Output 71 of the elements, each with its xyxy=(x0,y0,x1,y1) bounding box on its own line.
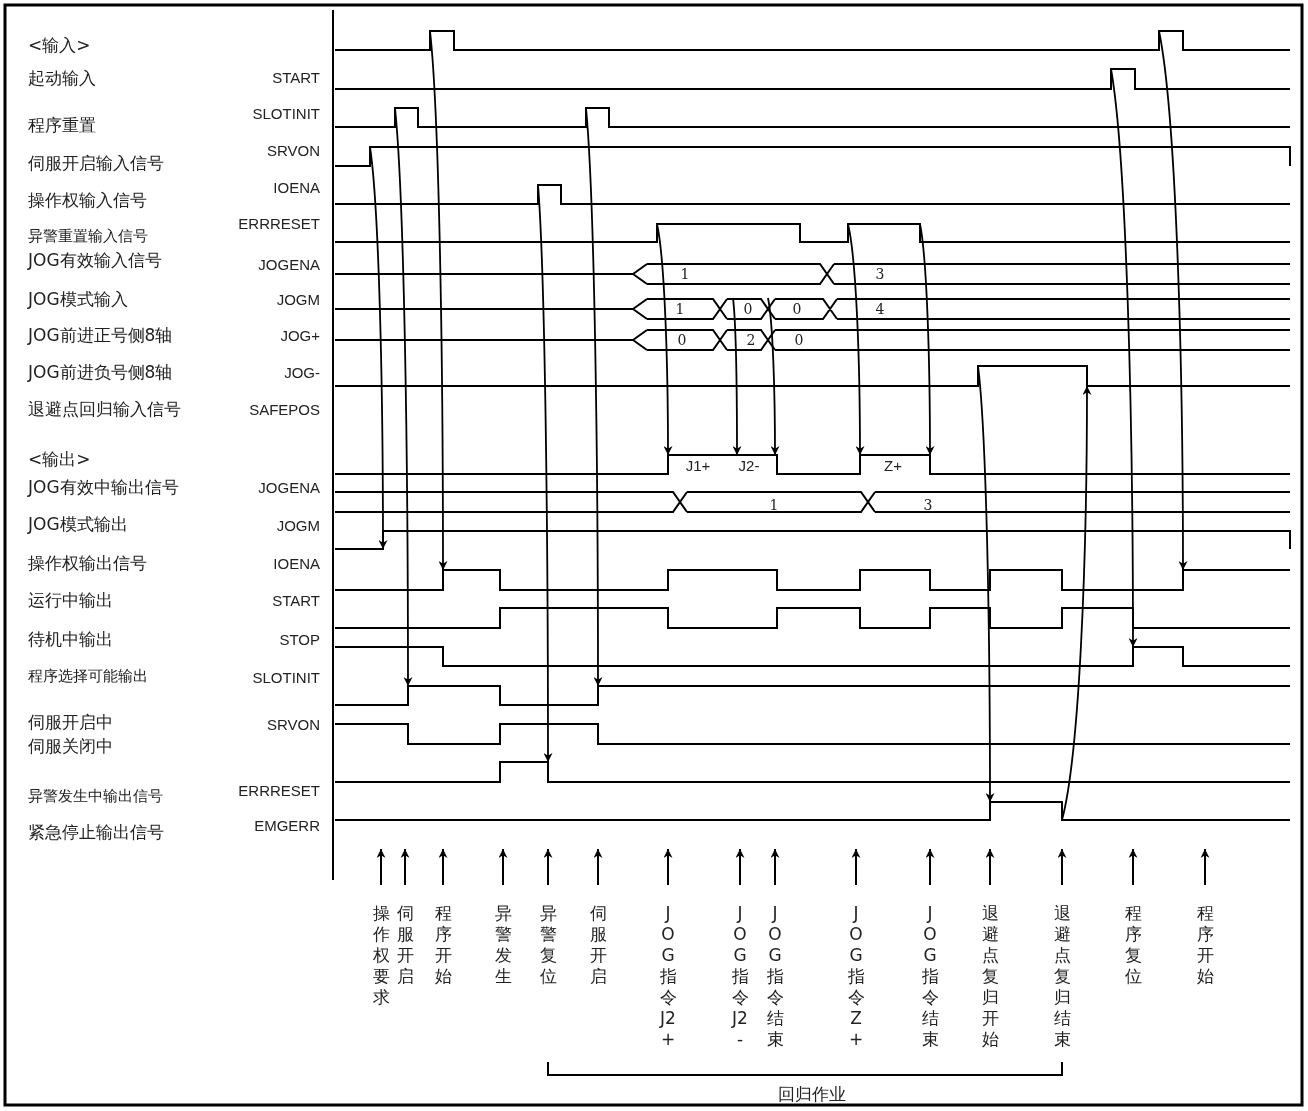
event-label: 异警复位 xyxy=(539,903,557,987)
signal-label: 操作权输出信号 xyxy=(28,554,147,572)
signal-label: 操作权输入信号 xyxy=(28,191,147,209)
signal-label: 待机中输出 xyxy=(28,630,113,648)
signal-label: JOG模式输出 xyxy=(28,515,128,533)
signal-label: 异警发生中输出信号 xyxy=(28,788,163,804)
signal-label: IOENA xyxy=(273,179,320,195)
state-label: Z+ xyxy=(884,457,902,473)
event-label: JOG指令结束 xyxy=(766,903,784,1050)
signal-label: JOG模式输入 xyxy=(28,290,128,308)
bus-value: 1 xyxy=(680,267,690,281)
bus-value: 0 xyxy=(743,302,753,316)
state-label: J1+ xyxy=(685,457,711,473)
state-label: J2- xyxy=(738,457,760,473)
signal-label: 运行中输出 xyxy=(28,591,113,609)
signal-label: ERRRESET xyxy=(238,215,320,231)
section-heading: <输入> xyxy=(28,36,91,54)
signal-label: 程序选择可能输出 xyxy=(28,668,148,684)
signal-label: SAFEPOS xyxy=(249,401,320,417)
signal-label: 起动输入 xyxy=(28,69,96,87)
event-label: 操作权要求 xyxy=(372,903,390,1008)
bus-value: 2 xyxy=(746,333,756,347)
signal-label: 伺服关闭中 xyxy=(28,737,113,755)
event-label: 程序开始 xyxy=(1196,903,1214,987)
signal-label: JOG有效中输出信号 xyxy=(28,478,179,496)
bracket-label: 回归作业 xyxy=(778,1085,846,1103)
bus-value: 1 xyxy=(769,498,779,512)
signal-label: SRVON xyxy=(266,716,320,732)
event-label: JOG指令J2+ xyxy=(659,903,677,1050)
signal-label: JOGENA xyxy=(258,479,320,495)
signal-label: JOGM xyxy=(276,291,320,307)
signal-label: SRVON xyxy=(266,142,320,158)
signal-label: IOENA xyxy=(273,555,320,571)
signal-label: JOG前进负号侧8轴 xyxy=(28,363,173,381)
signal-label: JOG- xyxy=(284,364,320,380)
event-label: 退避点复归结束 xyxy=(1053,903,1071,1050)
signal-label: 异警重置输入信号 xyxy=(28,228,148,244)
signal-label: JOGM xyxy=(276,517,320,533)
signal-label: JOG前进正号侧8轴 xyxy=(28,326,173,344)
signal-label: 退避点回归输入信号 xyxy=(28,400,181,418)
event-label: JOG指令J2- xyxy=(731,903,749,1050)
bus-value: 0 xyxy=(677,333,687,347)
signal-label: STOP xyxy=(279,631,320,647)
event-label: 异警发生 xyxy=(494,903,512,987)
signal-label: ERRRESET xyxy=(238,782,320,798)
bus-value: 0 xyxy=(792,302,802,316)
signal-label: 紧急停止输出信号 xyxy=(28,823,164,841)
event-label: 退避点复归开始 xyxy=(981,903,999,1050)
event-label: 伺服开启 xyxy=(396,903,414,987)
bus-value: 1 xyxy=(675,302,685,316)
event-label: 伺服开启 xyxy=(589,903,607,987)
event-label: 程序开始 xyxy=(434,903,452,987)
event-label: JOG指令Z+ xyxy=(847,903,865,1050)
bus-value: 4 xyxy=(875,302,885,316)
signal-label: START xyxy=(272,592,320,608)
signal-label: START xyxy=(272,69,320,85)
event-label: 程序复位 xyxy=(1124,903,1142,987)
bus-value: 0 xyxy=(794,333,804,347)
bus-value: 3 xyxy=(923,498,933,512)
signal-label: 程序重置 xyxy=(28,116,96,134)
section-heading: <输出> xyxy=(28,450,91,468)
signal-label: EMGERR xyxy=(254,817,320,833)
bus-value: 3 xyxy=(875,267,885,281)
signal-label: 伺服开启输入信号 xyxy=(28,154,164,172)
signal-label: JOGENA xyxy=(258,256,320,272)
event-label: JOG指令结束 xyxy=(921,903,939,1050)
signal-label: SLOTINIT xyxy=(252,669,320,685)
signal-label: 伺服开启中 xyxy=(28,713,113,731)
signal-label: JOG+ xyxy=(280,327,320,343)
signal-label: SLOTINIT xyxy=(252,105,320,121)
signal-label: JOG有效输入信号 xyxy=(28,251,162,269)
